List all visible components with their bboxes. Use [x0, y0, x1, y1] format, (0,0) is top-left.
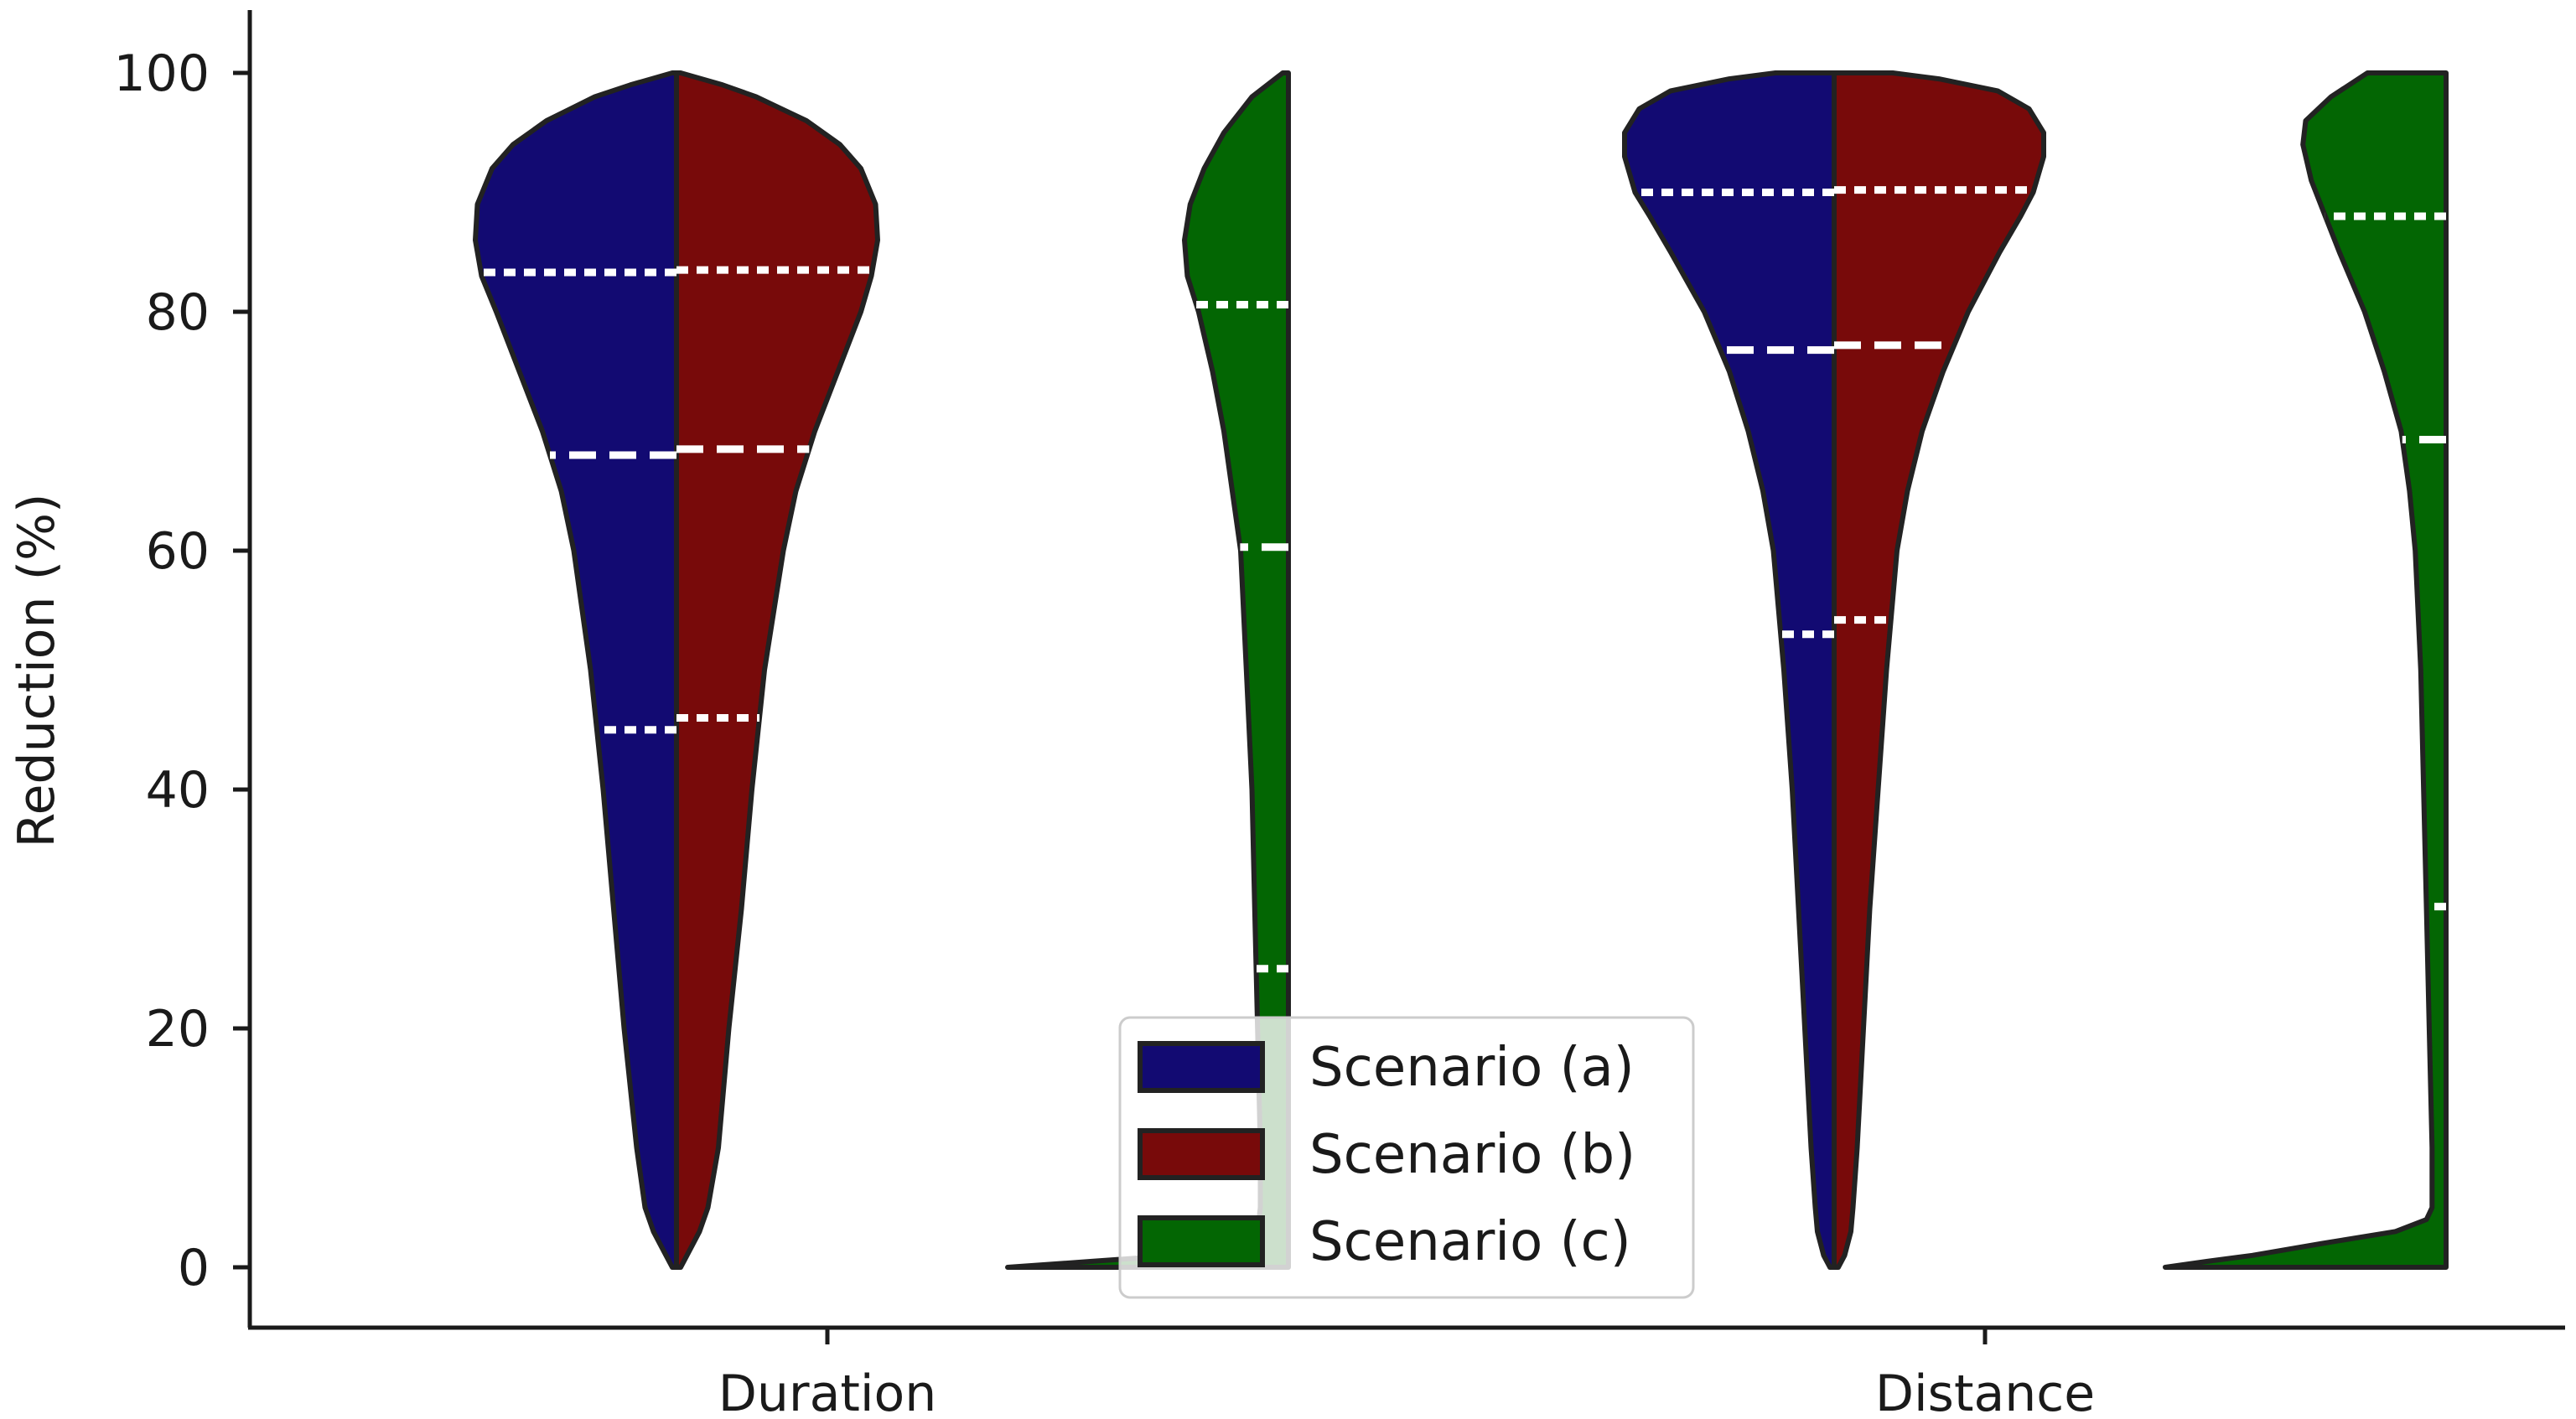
violin-duration-scenario-a [473, 70, 679, 1270]
x-ticks: Duration Distance [718, 1328, 2095, 1419]
legend-label-2: Scenario (b) [1309, 1124, 1635, 1186]
y-axis-label: Reduction (%) [8, 494, 66, 848]
x-tick-label-duration: Duration [718, 1365, 937, 1419]
y-ticks: 0 20 40 60 80 100 [113, 44, 250, 1297]
legend-label-1: Scenario (a) [1309, 1037, 1635, 1099]
x-tick-label-distance: Distance [1875, 1365, 2095, 1419]
y-tick-label: 20 [146, 1000, 210, 1059]
y-tick-label: 80 [146, 283, 210, 342]
y-tick-label: 60 [146, 522, 210, 581]
y-tick-label: 40 [146, 761, 210, 820]
legend-swatch-2 [1138, 1128, 1265, 1180]
violin-distance-scenario-c [2163, 70, 2449, 1270]
axes-layer [247, 10, 2565, 1330]
legend-swatch-1 [1138, 1041, 1265, 1093]
legend-swatch-3 [1138, 1215, 1265, 1267]
legend: Scenario (a) Scenario (b) Scenario (c) [1118, 1016, 1695, 1299]
violin-duration-scenario-b [674, 70, 880, 1270]
y-tick-label: 0 [178, 1239, 210, 1297]
violin-distance-scenario-a [1622, 70, 1837, 1270]
y-tick-label: 100 [113, 44, 210, 103]
violin-distance-scenario-b [1832, 70, 2046, 1270]
legend-label-3: Scenario (c) [1309, 1211, 1631, 1273]
quartile-layer [480, 186, 2446, 973]
violin-layer [473, 70, 2449, 1270]
